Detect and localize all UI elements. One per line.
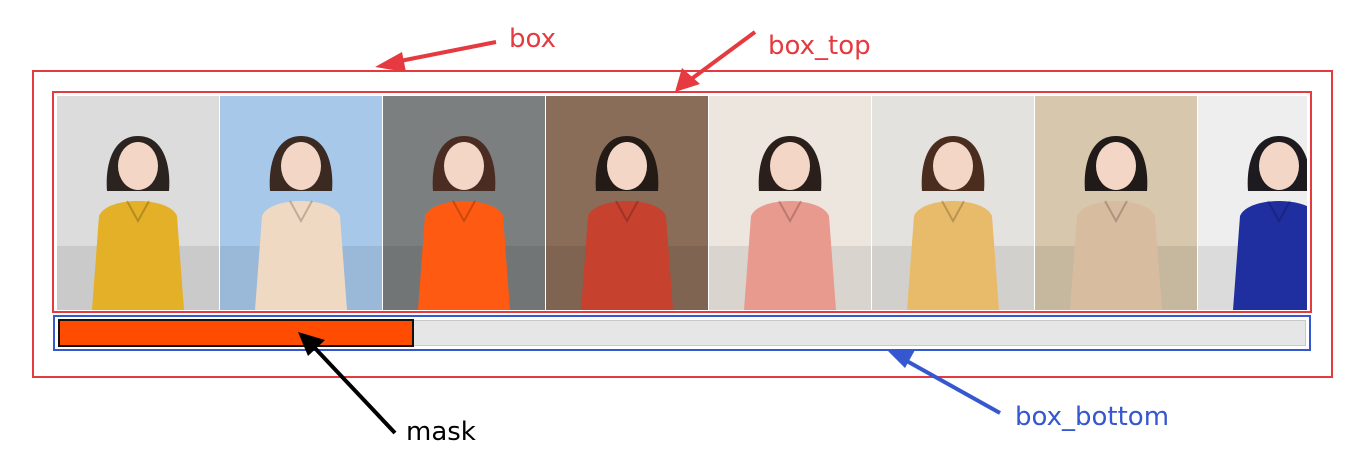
box-arrow — [375, 40, 497, 72]
mask-label: mask — [406, 417, 476, 447]
photo-thumb — [546, 96, 709, 310]
box-top-outline — [52, 91, 1312, 313]
mask-bar[interactable] — [58, 319, 414, 347]
box-top-label: box_top — [768, 31, 871, 61]
photo-thumb — [383, 96, 546, 310]
photo-thumb — [1035, 96, 1198, 310]
photo-thumb — [872, 96, 1035, 310]
photo-thumb — [220, 96, 383, 310]
photo-thumb — [709, 96, 872, 310]
photo-thumb — [57, 96, 220, 310]
photo-thumb — [1198, 96, 1307, 310]
photo-strip — [57, 96, 1307, 310]
box-bottom-label: box_bottom — [1015, 402, 1170, 432]
box-label: box — [509, 24, 556, 54]
